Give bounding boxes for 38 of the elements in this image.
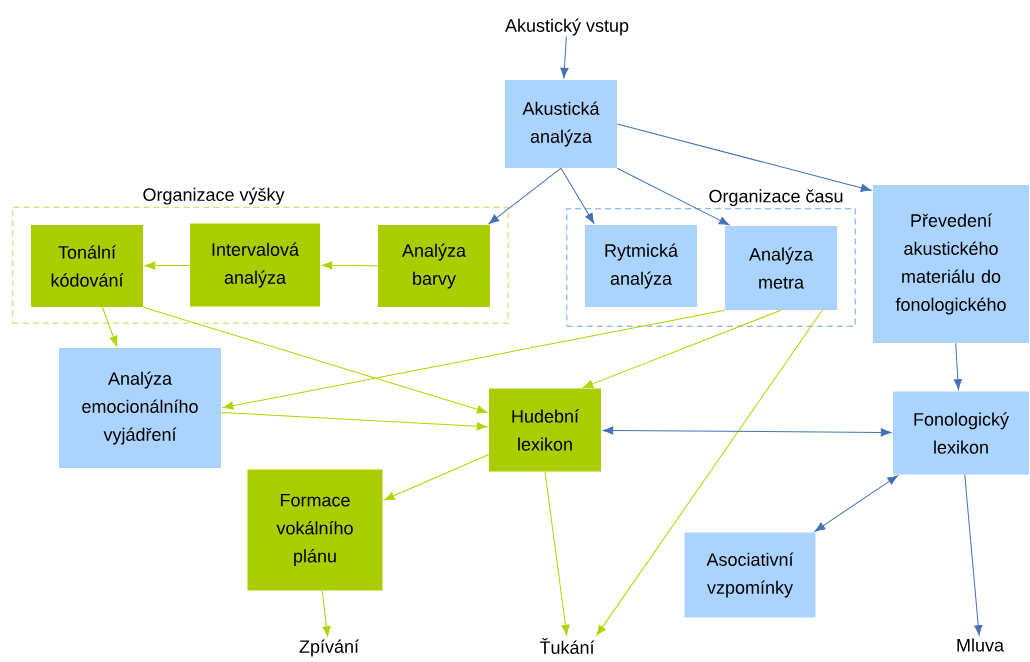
arrow bbox=[953, 342, 962, 390]
arrow bbox=[616, 123, 872, 192]
flow-label: Zpívání bbox=[299, 639, 359, 657]
flow-label: Akustický vstup bbox=[505, 18, 629, 36]
process-box: Akustická analýza bbox=[505, 80, 617, 168]
process-box: Analýza barvy bbox=[378, 225, 490, 307]
arrow bbox=[142, 306, 488, 414]
process-box: Hudební lexikon bbox=[489, 388, 601, 472]
arrow bbox=[101, 306, 118, 347]
arrow bbox=[596, 309, 823, 636]
process-box: Analýza emocionálního vyjádření bbox=[59, 348, 221, 468]
arrow bbox=[616, 167, 730, 226]
double-arrow bbox=[814, 475, 898, 532]
arrow bbox=[222, 309, 726, 410]
process-box: Analýza metra bbox=[725, 226, 837, 310]
arrow bbox=[560, 167, 595, 224]
process-box: Asociativní vzpomínky bbox=[684, 532, 816, 618]
arrow bbox=[384, 453, 490, 501]
process-box: Převedení akustického materiálu do fonologického bbox=[873, 185, 1029, 343]
arrow bbox=[544, 471, 570, 636]
arrow bbox=[144, 261, 191, 270]
arrow bbox=[582, 309, 782, 389]
process-box: Tonální kódování bbox=[31, 225, 143, 307]
double-arrow bbox=[602, 426, 892, 437]
process-box: Rytmická analýza bbox=[585, 225, 697, 307]
flow-label: Mluva bbox=[957, 638, 1004, 652]
arrow bbox=[321, 261, 379, 270]
arrow bbox=[560, 36, 569, 79]
arrow bbox=[488, 167, 562, 225]
flow-label: Ťukání bbox=[539, 638, 595, 654]
arrow bbox=[321, 590, 331, 637]
group-title: Organizace času bbox=[709, 189, 843, 207]
arrow bbox=[220, 411, 488, 431]
group-title: Organizace výšky bbox=[143, 187, 285, 205]
arrow bbox=[964, 474, 983, 636]
process-box: Formace vokálního plánu bbox=[247, 469, 383, 591]
process-box: Intervalová analýza bbox=[190, 223, 320, 307]
process-box: Fonologický lexikon bbox=[893, 391, 1029, 475]
